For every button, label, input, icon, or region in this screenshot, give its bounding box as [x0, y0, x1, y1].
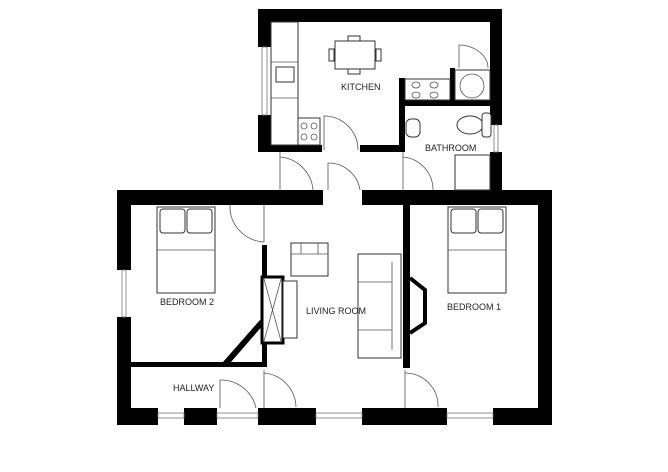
label-bathroom: BATHROOM — [425, 143, 476, 153]
windows — [121, 46, 499, 419]
label-bedroom-1: BEDROOM 1 — [447, 302, 501, 312]
room-labels: KITCHEN BATHROOM BEDROOM 2 LIVING ROOM B… — [160, 82, 501, 393]
label-bedroom-2: BEDROOM 2 — [160, 297, 214, 307]
label-hallway: HALLWAY — [173, 383, 214, 393]
furniture — [156, 21, 507, 359]
doors — [219, 44, 489, 409]
label-kitchen: KITCHEN — [341, 82, 381, 92]
label-living-room: LIVING ROOM — [306, 306, 366, 316]
walls — [117, 9, 552, 425]
